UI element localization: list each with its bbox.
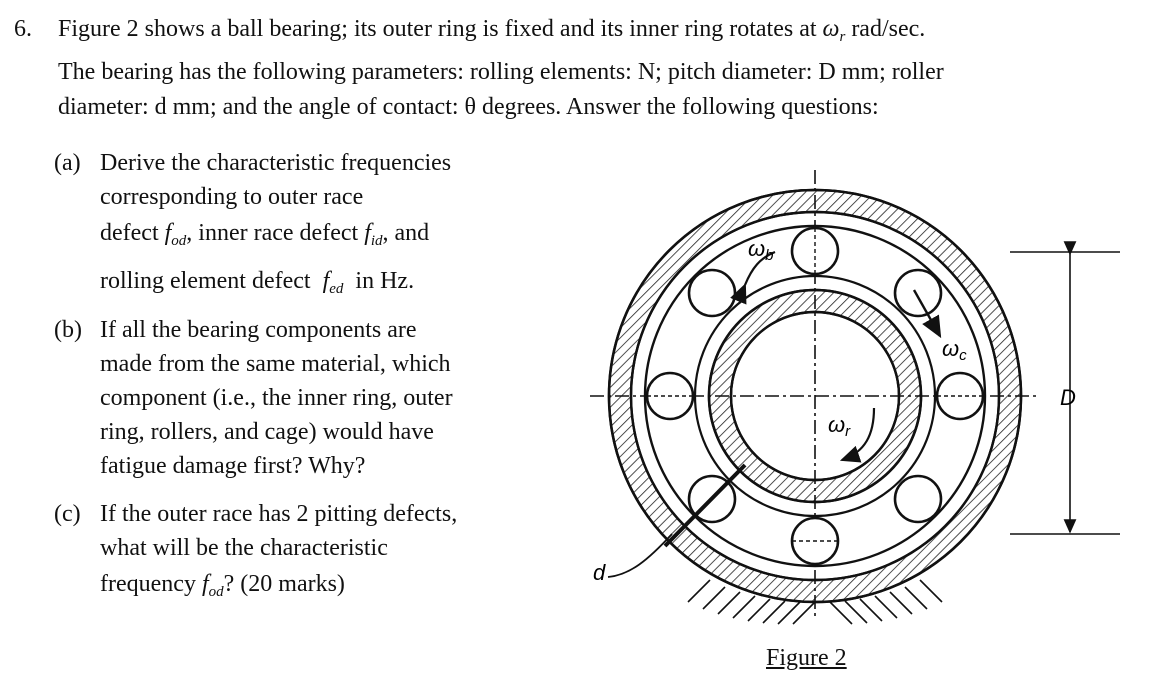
stem-line-3: diameter: d mm; and the angle of contact… xyxy=(58,94,879,120)
stem-line-2: The bearing has the following parameters… xyxy=(58,59,944,85)
pitch-diameter-label: D xyxy=(1060,385,1076,410)
ball xyxy=(687,268,737,318)
ground-hatch xyxy=(687,579,943,625)
part-a-text: Derive the characteristic frequencies co… xyxy=(100,150,452,297)
roller-diameter-label: d xyxy=(593,560,606,585)
bearing-drawing xyxy=(590,170,1120,625)
ball xyxy=(893,474,943,524)
part-c-text: If the outer race has 2 pitting defects,… xyxy=(100,501,458,600)
ball-bearing-figure: ωb ωc ωr D d xyxy=(590,170,1120,625)
part-b-text: If all the bearing components are made f… xyxy=(100,317,453,479)
question-number: 6. xyxy=(14,16,32,42)
omega-r-label: ωr xyxy=(828,412,851,440)
stem-line-1: Figure 2 shows a ball bearing; its outer… xyxy=(58,16,926,45)
ball xyxy=(893,268,943,318)
part-b-label: (b) xyxy=(54,317,82,343)
omega-c-label: ωc xyxy=(942,336,967,364)
figure-caption: Figure 2 xyxy=(766,645,847,671)
question-stem: Figure 2 shows a ball bearing; its outer… xyxy=(58,12,1138,125)
part-a-label: (a) xyxy=(54,150,81,176)
part-c-label: (c) xyxy=(54,501,81,527)
omega-b-label: ωb xyxy=(748,236,773,264)
